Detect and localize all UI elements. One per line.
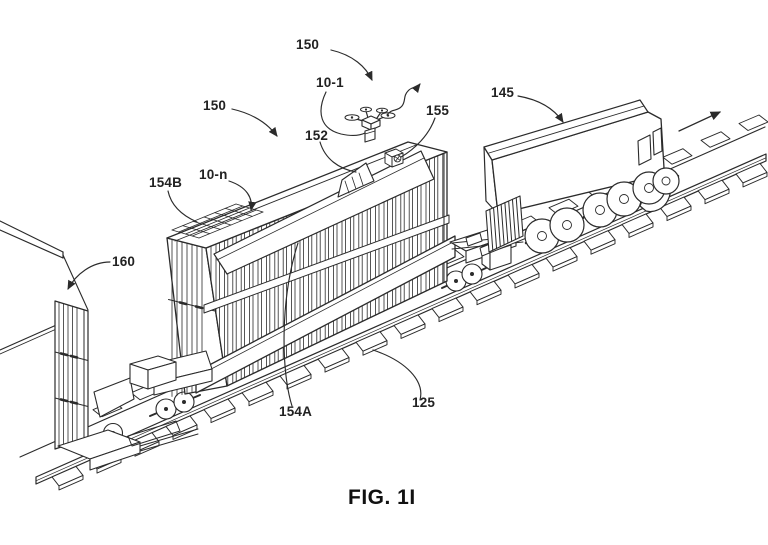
ref-label-160: 160: [112, 254, 136, 269]
uav-drone-icon: [344, 106, 396, 143]
coupler-drawbar: [127, 420, 181, 447]
cab-window: [652, 127, 663, 156]
leader-154A: [283, 242, 299, 407]
arrow-150-upper: [330, 49, 373, 81]
arrow-160: [67, 261, 111, 290]
ref-label-150-lower: 150: [203, 98, 227, 113]
reference-leaders: [67, 49, 722, 407]
locomotive: [451, 99, 680, 257]
adjacent-railcar: [0, 220, 199, 471]
roof-lattice-grid: [171, 203, 264, 239]
arrow-10-n: [228, 180, 257, 212]
leader-10-1: [320, 91, 366, 136]
ref-label-152: 152: [305, 128, 329, 143]
drone-package: [364, 127, 376, 143]
locomotive-wheels: [524, 167, 680, 254]
ref-label-145: 145: [491, 85, 515, 100]
railcar-wheels: [149, 263, 487, 420]
ref-label-10-1: 10-1: [316, 75, 344, 90]
travel-direction-arrow-icon: [678, 111, 722, 132]
left-container-end-door: [54, 300, 89, 450]
ref-label-154B: 154B: [149, 175, 183, 190]
leader-154B: [167, 190, 198, 223]
cab-window: [637, 134, 652, 166]
container-mid-rail: [203, 214, 450, 314]
launch-squiggle-arrow-icon: [386, 83, 421, 116]
container-roof-opening: [166, 141, 448, 249]
ref-label-154A: 154A: [279, 404, 313, 419]
ref-label-125: 125: [412, 395, 436, 410]
leader-155: [400, 117, 436, 158]
roof-sensor-unit: [384, 148, 404, 168]
interior-launch-ramp: [337, 162, 375, 198]
ref-label-10-n: 10-n: [199, 167, 228, 182]
leader-125: [372, 349, 422, 401]
arrow-150-lower: [231, 108, 278, 137]
figure-caption: FIG. 1I: [348, 486, 416, 509]
leader-152: [319, 141, 357, 173]
arrow-145: [517, 95, 564, 123]
ref-label-155: 155: [426, 103, 450, 118]
ref-label-150-upper: 150: [296, 37, 320, 52]
